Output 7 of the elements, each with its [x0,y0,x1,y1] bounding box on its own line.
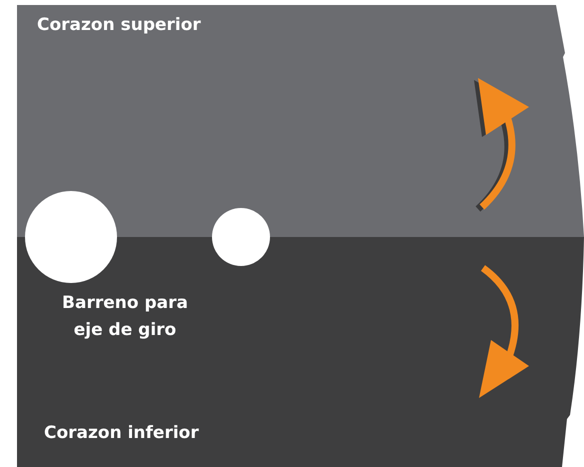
hole-label: Barreno para eje de giro [61,292,189,342]
core-panel [17,237,584,467]
panel-title: Corazon inferior [44,423,199,443]
panel-title: Corazon superior [37,15,201,35]
core-panel [17,5,584,237]
hole [212,208,270,266]
hole [25,191,117,283]
